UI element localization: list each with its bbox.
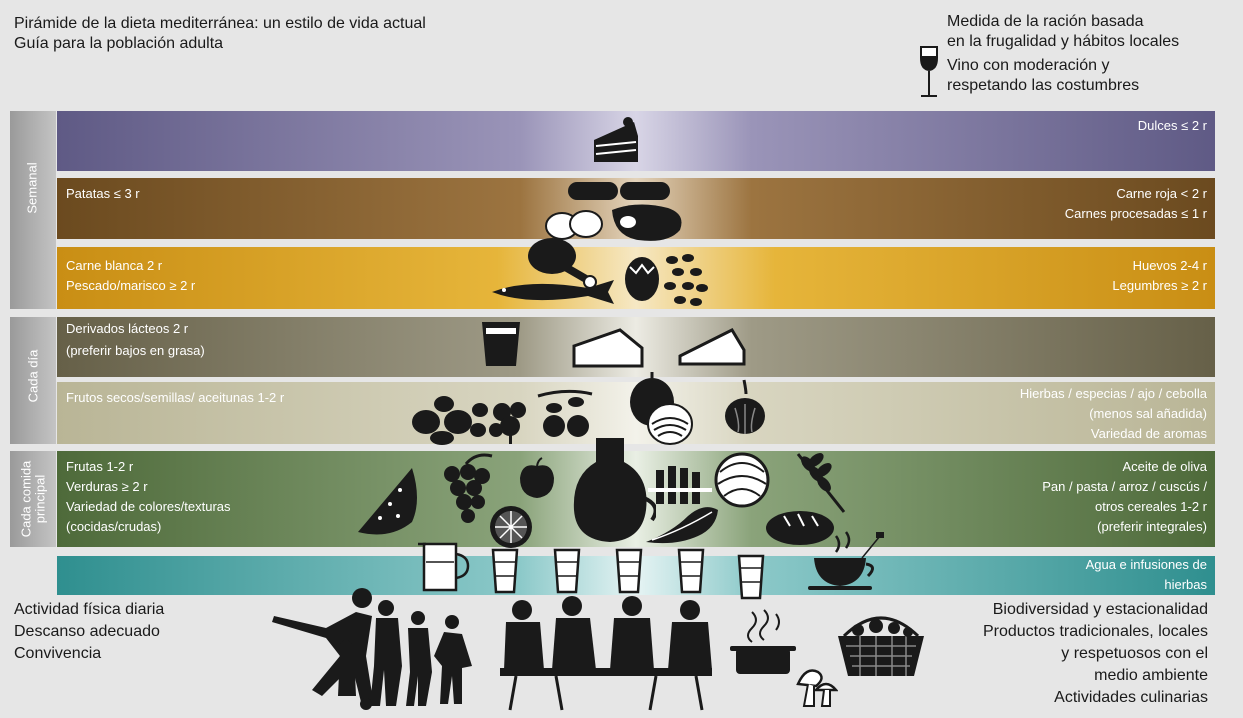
portion-wine-note: Medida de la ración basada en la frugali… [947, 12, 1179, 96]
watermelon-icon [350, 464, 422, 540]
sustainability-line-3: y respetuosos con el [1061, 645, 1208, 662]
main-meal-line-1: Cada comida [18, 460, 34, 538]
dairy-label: Derivados lácteos 2 r [66, 321, 189, 336]
water-label-2: hierbas [1164, 577, 1207, 592]
steak-icon [608, 200, 688, 244]
herb-icon [488, 398, 532, 446]
fruit-label: Frutas 1-2 r [66, 459, 134, 474]
lifestyle-line-1: Actividad física diaria [14, 601, 165, 618]
title-line-2: Guía para la población adulta [14, 35, 224, 52]
vegetables-label: Verduras ≥ 2 r [66, 479, 148, 494]
water-glass-icon [736, 554, 766, 600]
water-glass-icon [552, 548, 582, 594]
lifestyle-line-3: Convivencia [14, 645, 102, 662]
nuts-label: Frutos secos/semillas/ aceitunas 1-2 r [66, 390, 285, 405]
apple-icon [516, 456, 558, 500]
olives-icon [536, 388, 594, 440]
variety-note: (cocidas/crudas) [66, 519, 162, 534]
sustainability-line-2: Productos tradicionales, locales [982, 623, 1208, 640]
potatoes-label: Patatas ≤ 3 r [66, 186, 140, 201]
sustainability-text: Biodiversidad y estacionalidad Productos… [930, 599, 1208, 709]
sustainability-line-5: Actividades culinarias [1054, 689, 1208, 706]
sausage-icon [566, 176, 676, 206]
onion-icon [626, 372, 696, 448]
portion-line-1: Medida de la ración basada [947, 13, 1144, 30]
side-label-weekly: Semanal [10, 111, 56, 309]
lifestyle-text: Actividad física diaria Descanso adecuad… [14, 599, 164, 665]
grapes-icon [436, 450, 498, 532]
legumes-label: Legumbres ≥ 2 r [1112, 278, 1207, 293]
eggs-label: Huevos 2-4 r [1132, 258, 1207, 273]
wine-line-2: respetando las costumbres [947, 77, 1140, 94]
basket-icon [836, 606, 926, 678]
wheat-icon [792, 448, 850, 516]
title-line-1: Pirámide de la dieta mediterránea: un es… [14, 15, 426, 32]
cake-icon [588, 114, 644, 170]
garlic-icon [720, 378, 770, 436]
herbs-label: Hierbas / especias / ajo / cebolla [1019, 386, 1207, 401]
water-glass-icon [490, 548, 520, 594]
wine-glass-icon [918, 44, 940, 104]
oil-jar-icon [566, 436, 656, 546]
water-glass-icon [676, 548, 706, 594]
side-label-weekly-text: Semanal [25, 162, 40, 214]
fish-icon [488, 278, 620, 306]
side-label-daily-text: Cada día [25, 349, 41, 403]
pyramid-title: Pirámide de la dieta mediterránea: un es… [14, 14, 426, 54]
yogurt-icon [476, 320, 526, 370]
cheese-icon [570, 326, 646, 370]
lifestyle-line-2: Descanso adecuado [14, 623, 160, 640]
orange-icon [488, 504, 534, 550]
variety-label: Variedad de colores/texturas [66, 499, 231, 514]
wheat-sheaf-icon [648, 456, 712, 506]
bread-icon [764, 506, 836, 546]
teacup-icon [806, 530, 890, 594]
wine-line-1: Vino con moderación y [947, 57, 1110, 74]
beans-icon [662, 252, 712, 310]
processed-meat-label: Carnes procesadas ≤ 1 r [1064, 206, 1207, 221]
chicken-leg-icon [524, 234, 604, 289]
cheese-wedge-icon [676, 326, 748, 368]
lettuce-icon [642, 502, 722, 548]
side-label-daily: Cada día [10, 317, 56, 444]
egg-icon [622, 253, 662, 303]
water-glass-icon [614, 548, 644, 594]
cereals-note: (preferir integrales) [1097, 519, 1207, 534]
main-meal-line-2: principal [32, 474, 48, 524]
water-label: Agua e infusiones de [1085, 557, 1207, 572]
potato-icon [544, 204, 604, 244]
cereals-label: Pan / pasta / arroz / cuscús / [1042, 479, 1207, 494]
water-jug-icon [416, 540, 470, 594]
family-dinner-icon [496, 596, 716, 712]
white-meat-label: Carne blanca 2 r [66, 258, 163, 273]
mushroom-icon [794, 664, 838, 710]
sweets-label: Dulces ≤ 2 r [1137, 118, 1207, 133]
cereals-portion-label: otros cereales 1-2 r [1095, 499, 1207, 514]
dairy-note: (preferir bajos en grasa) [66, 343, 205, 358]
fish-label: Pescado/marisco ≥ 2 r [66, 278, 196, 293]
cabbage-icon [712, 450, 772, 508]
herbs-note: (menos sal añadida) [1089, 406, 1207, 421]
sustainability-line-1: Biodiversidad y estacionalidad [992, 601, 1208, 618]
olive-oil-label: Aceite de oliva [1122, 459, 1207, 474]
sustainability-line-4: medio ambiente [1094, 667, 1208, 684]
exercise-people-icon [266, 586, 476, 712]
nuts-icon [410, 392, 490, 446]
portion-line-2: en la frugalidad y hábitos locales [947, 33, 1180, 50]
cooking-pot-icon [730, 608, 796, 676]
red-meat-label: Carne roja < 2 r [1116, 186, 1207, 201]
aromas-label: Variedad de aromas [1090, 426, 1207, 441]
